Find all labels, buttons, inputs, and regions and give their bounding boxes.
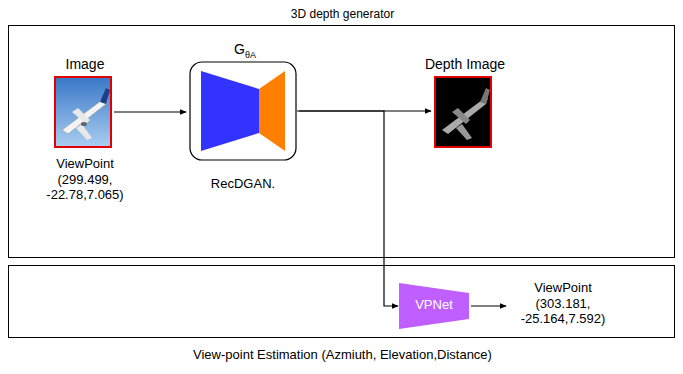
viewpoint-text: ViewPoint (303.181, -25.164,7.592) xyxy=(509,280,617,327)
panel: ImageViewPoint (299.499, -22.78,7.065)Gθ… xyxy=(8,25,675,258)
image-label: Depth Image xyxy=(405,56,525,73)
panel-caption: View-point Estimation (Azmiuth, Elevatio… xyxy=(9,347,676,363)
generator-symbol: G xyxy=(234,41,245,58)
gan-drawing xyxy=(189,61,297,161)
generator-subscript: θA xyxy=(245,50,256,61)
viewpoint-text: ViewPoint (299.499, -22.78,7.065) xyxy=(35,156,135,203)
panel: VPNetViewPoint (303.181, -25.164,7.592)V… xyxy=(8,265,675,338)
plane-drawing xyxy=(56,78,110,146)
image-label: Image xyxy=(35,56,135,73)
panel-heading: 3D depth generator xyxy=(9,7,676,21)
arrow-connector xyxy=(297,111,398,306)
network-name: VPNet xyxy=(399,297,469,313)
arrow-connector xyxy=(471,305,506,306)
network-block: VPNet xyxy=(399,283,469,329)
generator-box: GθARecDGAN. xyxy=(189,61,297,161)
arrow-connector xyxy=(114,111,186,112)
depth-image: Depth Image xyxy=(434,76,492,148)
output-value: ViewPoint (303.181, -25.164,7.592) xyxy=(509,278,617,330)
depth-drawing xyxy=(436,78,490,146)
input-image: ImageViewPoint (299.499, -22.78,7.065) xyxy=(54,76,112,148)
generator-name: RecDGAN. xyxy=(183,176,303,192)
